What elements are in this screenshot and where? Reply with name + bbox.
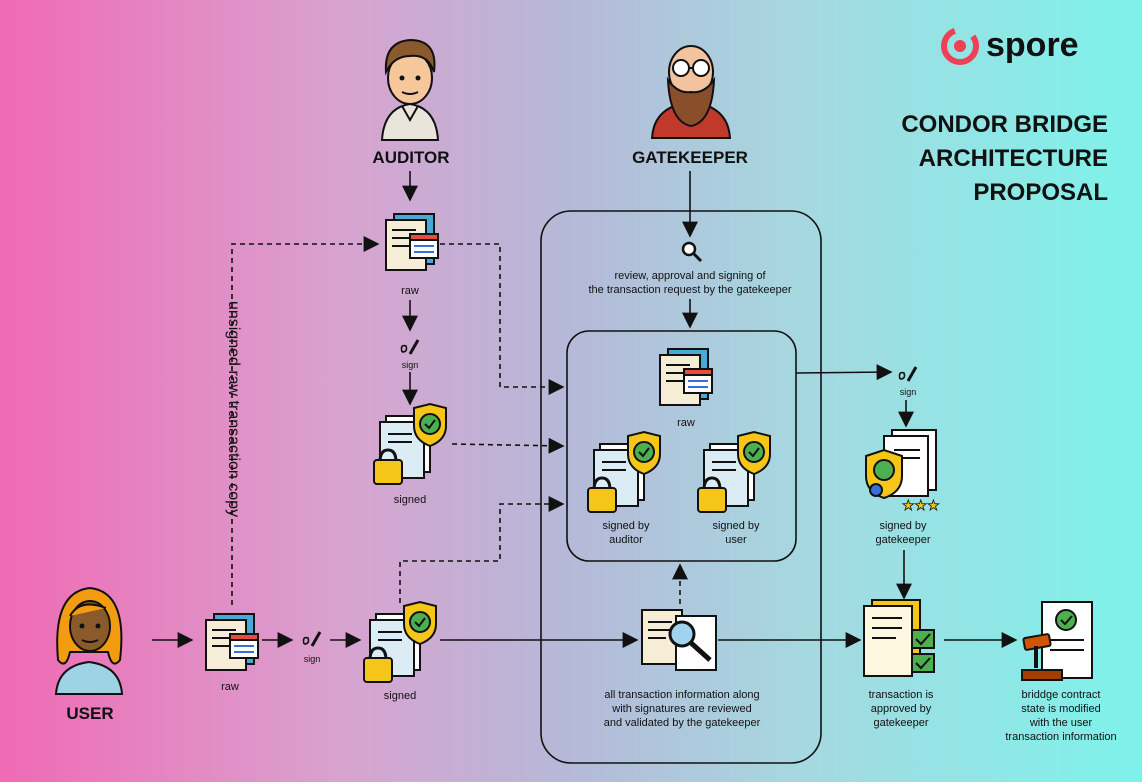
gatekeeper-avatar [650, 45, 732, 139]
auditor-avatar [380, 38, 440, 141]
raw-label-user: raw [221, 681, 239, 693]
sign-label-user: sign [303, 654, 321, 664]
tx-approved-text: transaction is approved by gatekeeper [868, 689, 934, 729]
locked-document-icon [373, 402, 447, 485]
spore-logo: spore [940, 24, 1110, 68]
signed-label-user: signed [383, 690, 417, 702]
gatekeeper-label: GATEKEEPER [632, 148, 748, 167]
user-avatar [54, 586, 124, 695]
signed-by-user-label: signed by user [712, 520, 760, 546]
document-review-icon [641, 609, 717, 671]
raw-label-auditor: raw [401, 285, 419, 297]
user-label: USER [66, 704, 114, 723]
pen-icon [400, 339, 420, 355]
gatekeeper-inner-box [566, 330, 797, 562]
brand-name: spore [986, 26, 1079, 64]
spore-logo-icon [941, 27, 979, 65]
signed-by-auditor-label: signed by auditor [602, 520, 650, 546]
raw-label-inner: raw [677, 417, 695, 429]
pen-icon [302, 631, 322, 647]
sign-label-right: sign [899, 387, 917, 397]
sign-label-auditor: sign [401, 360, 419, 370]
pen-icon [898, 366, 918, 382]
locked-document-icon [587, 430, 661, 513]
locked-document-icon [363, 600, 437, 683]
gavel-icon [1021, 601, 1093, 681]
magnifier-icon [681, 241, 703, 263]
side-label-unsigned-copy: unsigned raw transaction copy [225, 300, 242, 518]
gatekeeper-review-text: review, approval and signing of the tran… [588, 270, 792, 296]
document-icon [385, 213, 439, 271]
bridge-state-text: briddge contract state is modified with … [1005, 689, 1117, 743]
locked-document-icon [697, 430, 771, 513]
signed-by-gatekeeper-label: signed by gatekeeper [875, 520, 931, 546]
checklist-icon [863, 599, 935, 677]
certificate-icon: ★★★ [865, 429, 940, 513]
diagram-title: CONDOR BRIDGE ARCHITECTURE PROPOSAL [901, 111, 1108, 206]
all-info-text: all transaction information along with s… [603, 689, 761, 729]
auditor-label: AUDITOR [372, 148, 450, 167]
svg-text:★★★: ★★★ [902, 497, 940, 513]
document-icon [205, 613, 259, 671]
signed-label-auditor: signed [393, 494, 427, 506]
gatekeeper-outer-box [540, 210, 822, 764]
document-icon [659, 348, 713, 406]
